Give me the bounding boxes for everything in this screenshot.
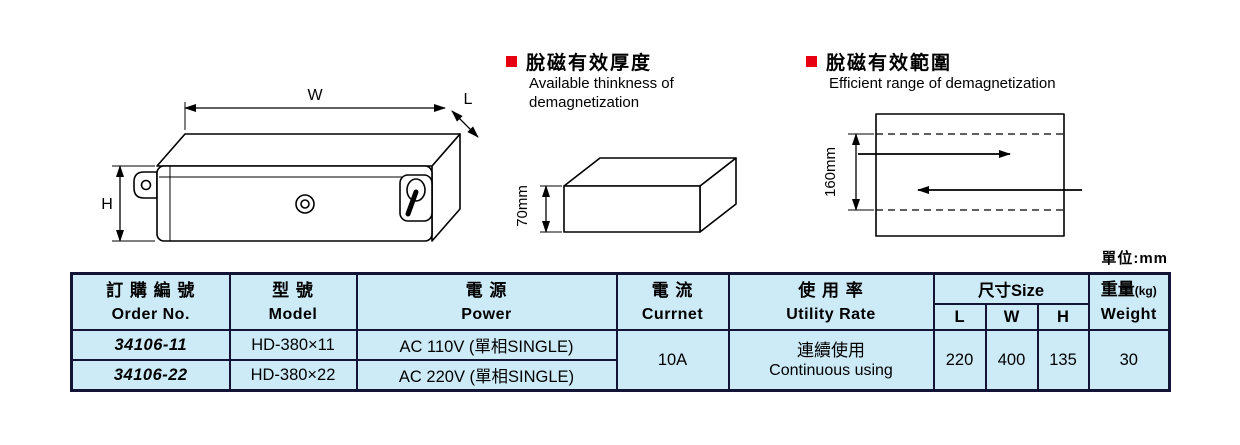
model-cell: HD-380×11 <box>228 329 358 361</box>
range-heading-zh: 脫磁有效範圍 <box>826 53 953 74</box>
col-header-model: 型 號 Model <box>228 272 358 331</box>
size-l-cell: 220 <box>932 329 987 392</box>
flange-hole <box>140 179 152 191</box>
w-dimension-label: W <box>307 87 323 104</box>
weight-cell: 30 <box>1087 329 1171 392</box>
order-no-cell: 34106-11 <box>70 329 231 361</box>
thickness-heading-en: Available thinkness of demagnetization <box>529 75 674 111</box>
thickness-heading-zh: 脫磁有效厚度 <box>526 53 653 74</box>
col-header-current: 電 流 Currnet <box>615 272 730 331</box>
workpiece-front-face <box>563 185 701 233</box>
indicator-knob-center <box>300 199 310 209</box>
size-w-cell: 400 <box>984 329 1039 392</box>
thickness-section-heading: 脫磁有效厚度 <box>506 48 652 75</box>
red-square-bullet-icon <box>506 56 517 67</box>
range-heading-en: Efficient range of demagnetization <box>829 75 1056 92</box>
col-header-size-l: L <box>932 303 987 331</box>
l-dimension-line <box>451 110 479 138</box>
machine-drawing: W L H <box>101 87 479 242</box>
col-header-size-h: H <box>1036 303 1090 331</box>
table-row-34106-22: 34106-22 HD-380×22 AC 220V (單相SINGLE) <box>70 359 1170 392</box>
utility-rate-cell: 連續使用 Continuous using <box>727 329 935 392</box>
thickness-dimension-label: 70mm <box>514 185 531 227</box>
col-header-size-w: W <box>984 303 1039 331</box>
demagnetization-range-drawing: 160mm <box>822 113 1082 237</box>
l-dimension-label: L <box>464 91 473 108</box>
order-no-cell: 34106-22 <box>70 359 231 392</box>
switch-lever <box>405 189 419 217</box>
table-row-34106-11: 34106-11 HD-380×11 AC 110V (單相SINGLE) 10… <box>70 329 1171 392</box>
col-header-size: 尺寸Size <box>932 272 1090 305</box>
current-cell: 10A <box>615 329 730 392</box>
col-header-power: 電 源 Power <box>355 272 618 331</box>
col-header-weight: 重量(kg) Weight <box>1087 272 1171 331</box>
h-dimension-label: H <box>101 196 113 213</box>
power-cell: AC 110V (單相SINGLE) <box>355 329 618 361</box>
size-h-cell: 135 <box>1036 329 1090 392</box>
workpiece-thickness-drawing: 70mm <box>514 157 737 233</box>
model-cell: HD-380×22 <box>228 359 358 392</box>
spec-table: 訂 購 編 號 Order No. 型 號 Model 電 源 Power 電 … <box>70 272 1172 392</box>
red-square-bullet-icon <box>806 56 817 67</box>
power-cell: AC 220V (單相SINGLE) <box>355 359 618 392</box>
range-section-heading: 脫磁有效範圍 <box>806 48 952 75</box>
col-header-order: 訂 購 編 號 Order No. <box>70 272 231 331</box>
unit-note: 單位:mm <box>1101 250 1168 267</box>
range-dimension-label: 160mm <box>822 147 839 197</box>
range-area-box <box>875 113 1065 237</box>
col-header-utility: 使 用 率 Utility Rate <box>727 272 935 331</box>
machine-top-face <box>156 133 461 167</box>
